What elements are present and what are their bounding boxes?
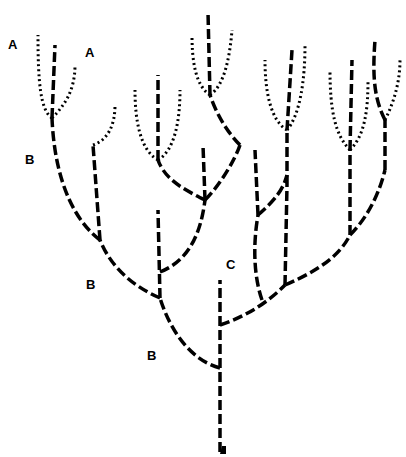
dotted-tips [38, 30, 400, 160]
branch-label: C [225, 258, 236, 271]
branch-label: A [84, 46, 95, 59]
root-mark [220, 446, 226, 454]
solid-branches [52, 12, 385, 452]
branch-label: B [24, 153, 35, 166]
branch-label: A [7, 38, 18, 51]
branch-label: B [146, 349, 157, 362]
branch-label: B [85, 278, 96, 291]
